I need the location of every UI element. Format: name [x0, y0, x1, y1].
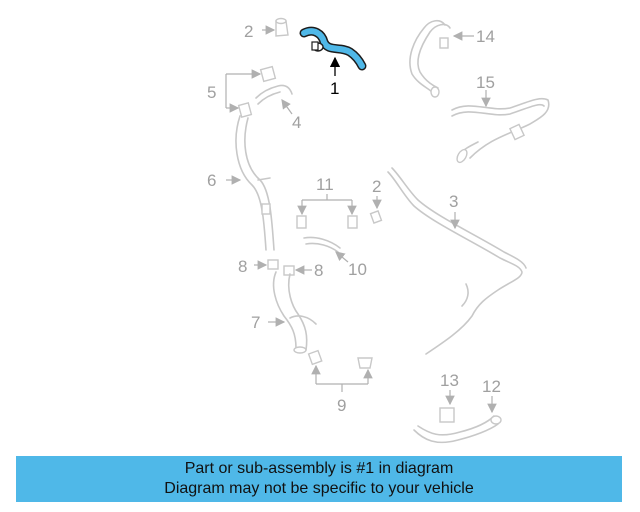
callout-15: 15: [476, 73, 495, 92]
callout-5: 5: [207, 83, 216, 102]
callout-8-right: 8: [314, 261, 323, 280]
part-12-hose: [413, 415, 502, 444]
callout-11: 11: [316, 175, 334, 194]
callout-9: 9: [337, 396, 346, 415]
part-2-clamp-top: [275, 17, 289, 37]
part-2-clamp-mid: [369, 210, 383, 224]
banner-line-2: Diagram may not be specific to your vehi…: [164, 480, 474, 497]
callout-7: 7: [251, 313, 260, 332]
callout-13: 13: [440, 371, 459, 390]
part-15-pipe: [451, 97, 550, 164]
part-6-pipe: [235, 115, 275, 251]
part-9-clamps: [307, 349, 373, 369]
part-8-clamps: [267, 259, 295, 276]
part-11-clamps: [296, 215, 358, 229]
callout-8-left: 8: [238, 257, 247, 276]
part-13-clamp: [439, 407, 455, 423]
callout-2-mid: 2: [372, 177, 381, 196]
callout-4: 4: [292, 113, 301, 132]
callout-12: 12: [482, 377, 501, 396]
part-4-hose: [255, 84, 293, 105]
callout-10: 10: [348, 260, 367, 279]
part-5-clamps: [237, 65, 277, 118]
callout-6: 6: [207, 171, 216, 190]
callout-2-top: 2: [244, 22, 253, 41]
callout-1: 1: [330, 79, 339, 98]
part-14-hose: [409, 19, 451, 98]
banner-line-1: Part or sub-assembly is #1 in diagram: [184, 460, 454, 477]
callout-3: 3: [449, 192, 458, 211]
callout-14: 14: [476, 27, 495, 46]
part-1-hose[interactable]: [299, 26, 367, 71]
info-banner: Part or sub-assembly is #1 in diagram Di…: [16, 456, 622, 502]
part-10-hose: [303, 236, 341, 253]
part-7-hose: [272, 271, 317, 354]
